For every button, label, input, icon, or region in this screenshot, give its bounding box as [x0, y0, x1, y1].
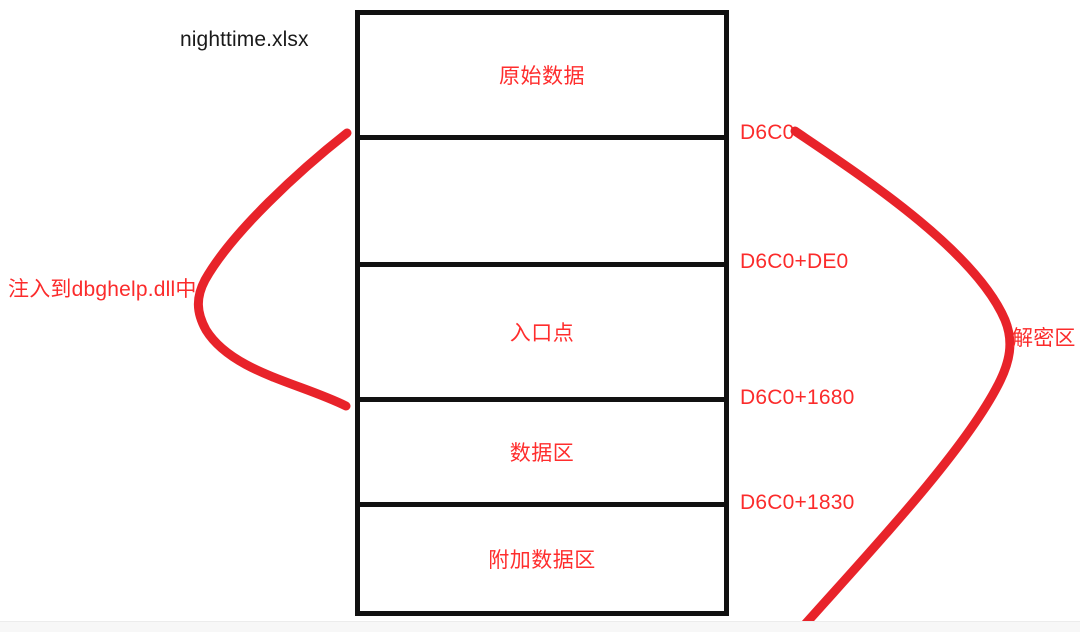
segment-label-entry-point: 入口点	[509, 322, 575, 345]
address-label-base-de0: D6C0+DE0	[740, 250, 849, 273]
memory-block: 原始数据 入口点 数据区 附加数据区	[355, 10, 729, 616]
address-label-base-1680: D6C0+1680	[740, 386, 855, 409]
segment-extra-data-region: 附加数据区	[360, 507, 724, 611]
segment-label-extra-data-region: 附加数据区	[488, 549, 596, 572]
segment-raw-data: 原始数据	[360, 15, 724, 140]
segment-data-region: 数据区	[360, 402, 724, 507]
segment-entry-point: 入口点	[360, 267, 724, 402]
segment-label-raw-data: 原始数据	[499, 65, 585, 88]
file-name-label: nighttime.xlsx	[180, 28, 309, 51]
segment-label-data-region: 数据区	[509, 442, 575, 465]
right-brace-path	[790, 126, 1015, 632]
address-label-base: D6C0	[740, 121, 795, 144]
annotation-label-right: 解密区	[1012, 327, 1076, 350]
left-brace-path	[193, 128, 352, 411]
address-label-base-1830: D6C0+1830	[740, 491, 855, 514]
segment-blank-region	[360, 140, 724, 267]
annotation-label-left: 注入到dbghelp.dll中	[8, 278, 197, 301]
page-bottom-band	[0, 621, 1080, 632]
